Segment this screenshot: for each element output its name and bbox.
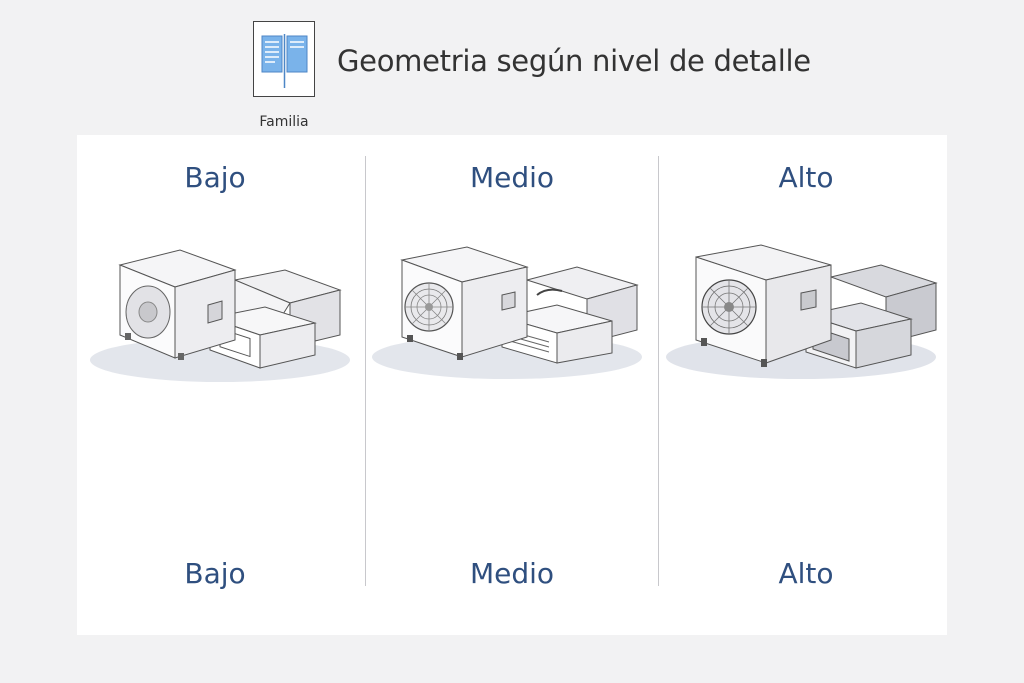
- column-medio[interactable]: Medio Medio: [367, 135, 657, 635]
- ac-unit-medium-detail-image: [372, 246, 642, 379]
- level-title-medio: Medio: [469, 161, 555, 194]
- column-divider: [365, 156, 366, 586]
- ac-unit-low-detail-image: [90, 249, 350, 382]
- column-divider: [658, 156, 659, 586]
- level-footer-bajo: Bajo: [184, 557, 246, 590]
- column-alto[interactable]: Alto Alto: [661, 135, 951, 635]
- page-title: Geometria según nivel de detalle: [337, 44, 811, 78]
- level-title-bajo: Bajo: [184, 161, 246, 194]
- family-document-icon[interactable]: [253, 21, 315, 97]
- level-title-alto: Alto: [778, 161, 834, 194]
- column-bajo[interactable]: Bajo Bajo: [70, 135, 360, 635]
- level-footer-alto: Alto: [778, 557, 834, 590]
- detail-level-panel: [77, 135, 947, 635]
- level-footer-medio: Medio: [469, 557, 555, 590]
- family-label: Familia: [259, 114, 309, 130]
- ac-unit-high-detail-image: [666, 244, 938, 379]
